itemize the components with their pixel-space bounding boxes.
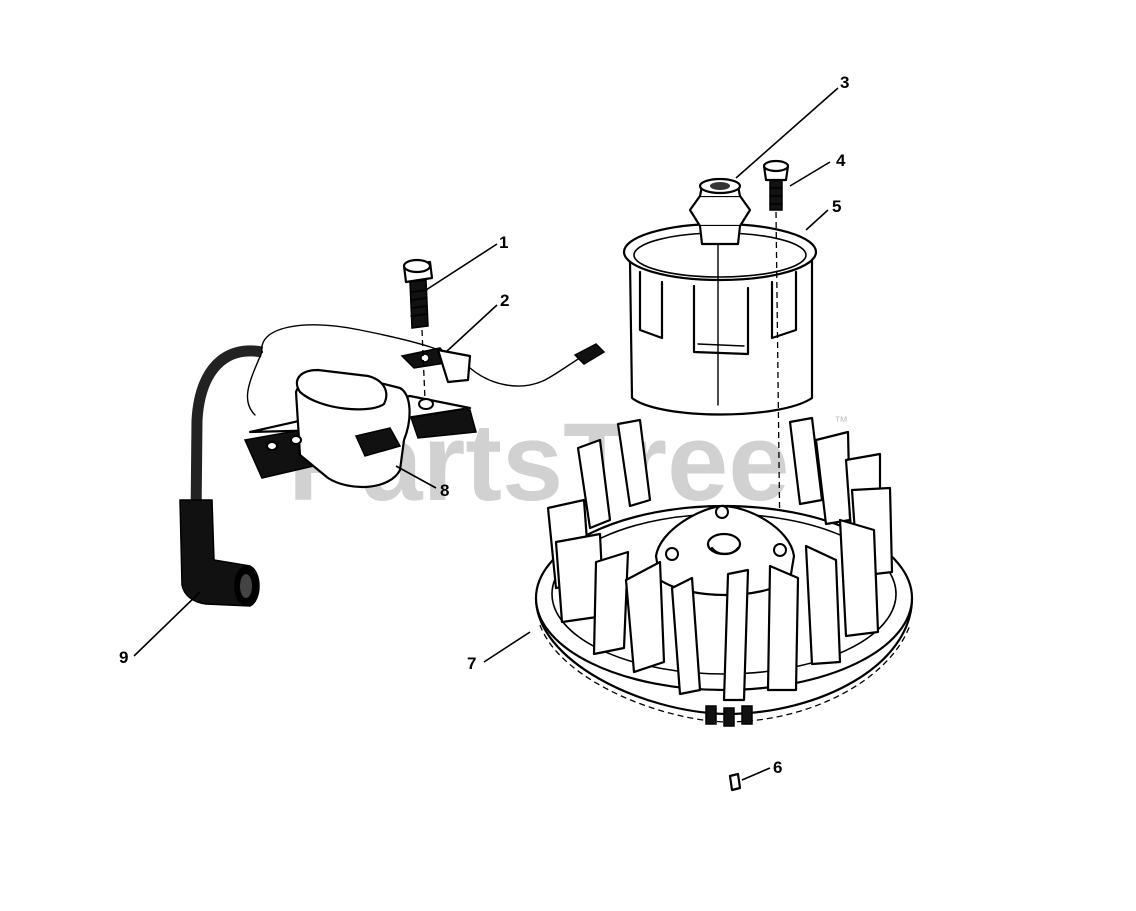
starter-cup-part <box>622 177 818 416</box>
callout-1: 1 <box>499 233 508 252</box>
callout-labels: 1 2 3 4 5 6 7 8 9 <box>119 73 849 777</box>
callout-2: 2 <box>500 291 509 310</box>
flywheel-part <box>534 416 914 727</box>
flywheel-key-part <box>728 772 742 792</box>
callout-4: 4 <box>836 151 846 170</box>
ignition-module-part <box>243 324 606 489</box>
module-bolt-part <box>402 258 434 401</box>
callout-6: 6 <box>773 758 782 777</box>
ground-bracket-part <box>400 347 472 384</box>
callout-5: 5 <box>832 197 841 216</box>
callout-3: 3 <box>840 73 849 92</box>
callout-8: 8 <box>440 481 449 500</box>
watermark-trademark: ™ <box>834 413 848 429</box>
callout-7: 7 <box>467 654 476 673</box>
flywheel-bolt-part <box>762 159 790 546</box>
callout-leaders <box>133 87 839 781</box>
spark-plug-boot-part <box>179 345 264 607</box>
callout-9: 9 <box>119 648 128 667</box>
